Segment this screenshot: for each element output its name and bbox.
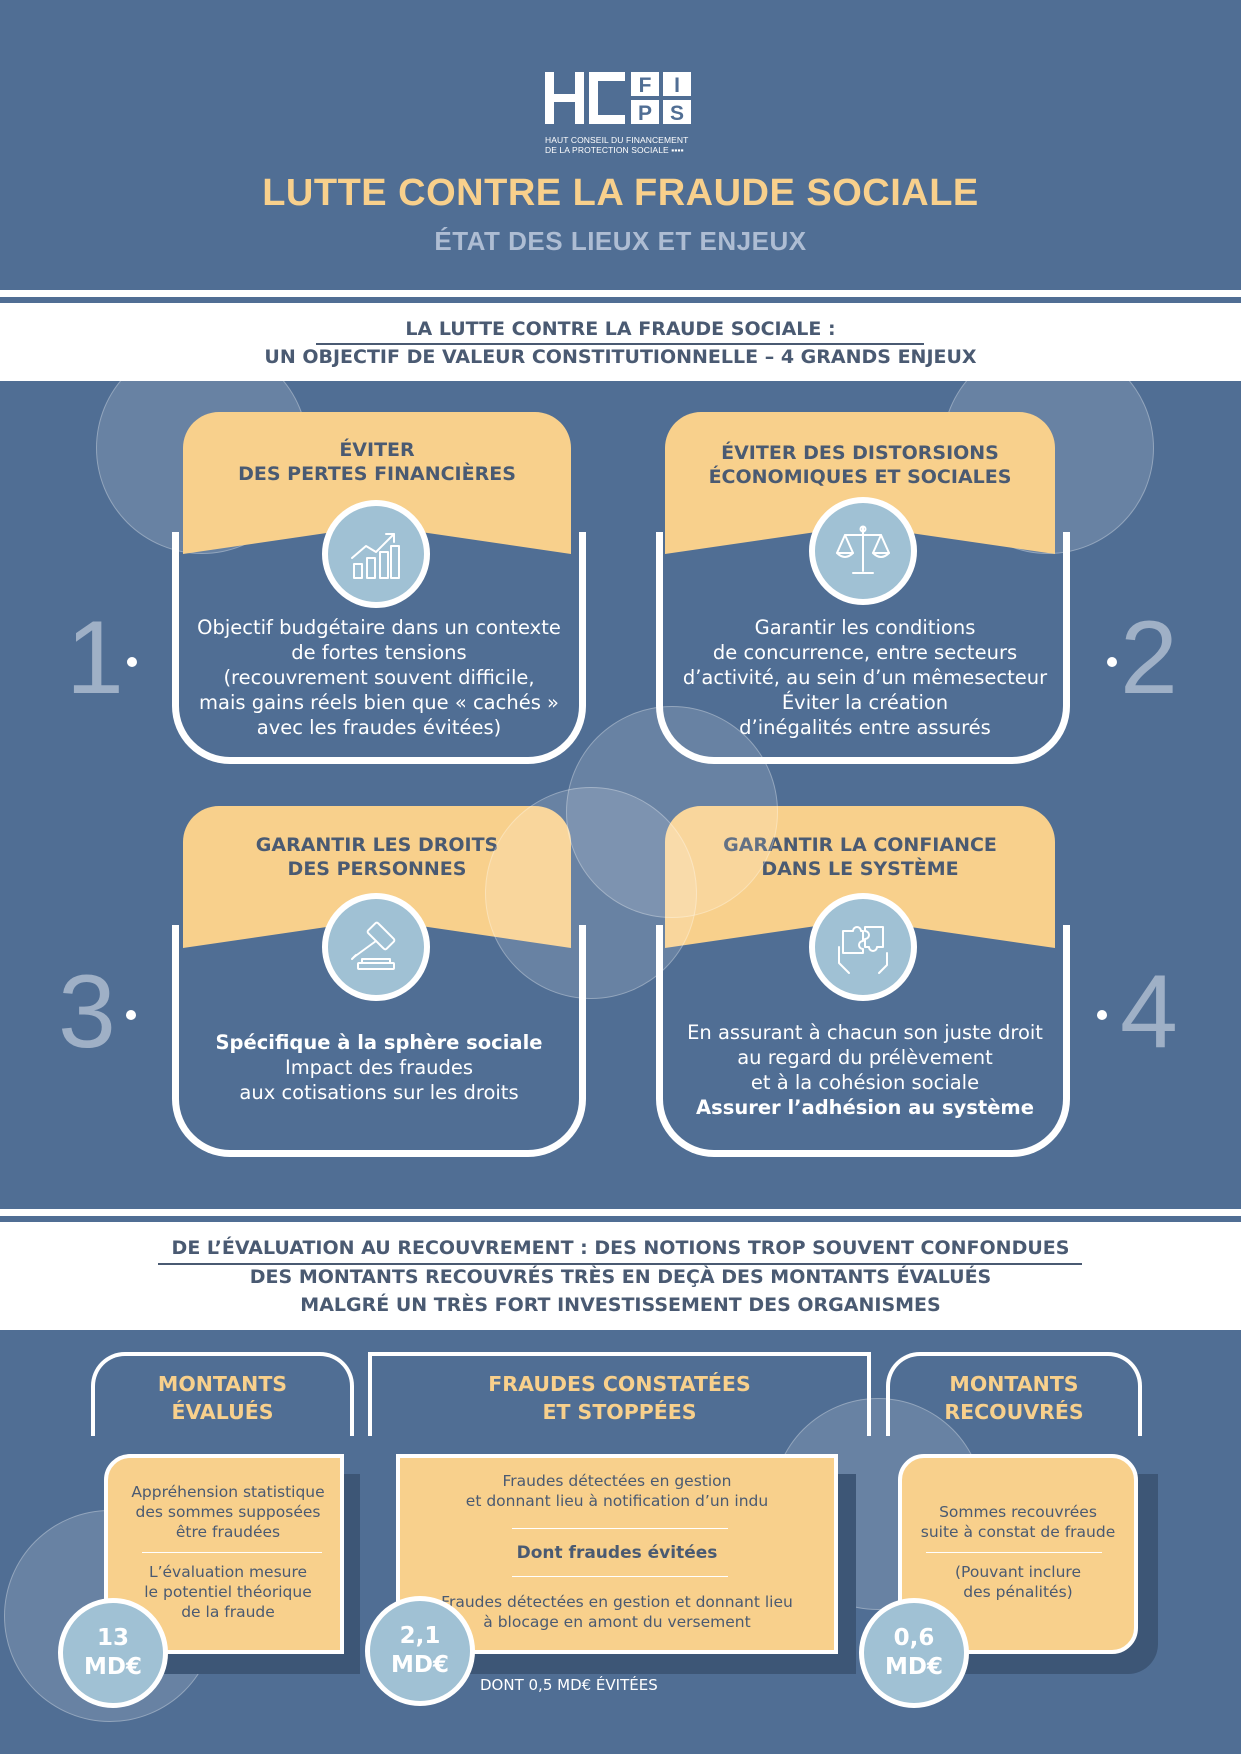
amount-2-text-b: Fraudes détectées en gestion et donnant …: [441, 1593, 793, 1631]
challenge-card-3: [172, 925, 586, 1157]
amount-2-box: [396, 1454, 838, 1654]
amount-1-separator: [142, 1552, 322, 1553]
challenge-4-dot: [1097, 1010, 1107, 1020]
challenge-1-title: ÉVITER DES PERTES FINANCIÈRES: [238, 439, 516, 485]
hcfips-logo: F I P S HAUT CONSEIL DU FINANCEMENT DE L…: [545, 70, 697, 155]
challenge-3-body: Spécifique à la sphère sociale Impact de…: [215, 1031, 543, 1104]
amount-3-tab: [886, 1352, 1142, 1436]
challenge-3-dot: [126, 1010, 136, 1020]
amount-3-text-b: (Pouvant inclure des pénalités): [955, 1563, 1081, 1601]
section1-title-line1: LA LUTTE CONTRE LA FRAUDE SOCIALE :: [405, 318, 836, 340]
amount-1-value-badge: 13 MD€: [58, 1598, 168, 1708]
challenge-card-4: [656, 925, 1070, 1157]
logo-caption-line2: DE LA PROTECTION SOCIALE ▪▪▪▪: [545, 145, 684, 155]
challenge-card-1: [172, 532, 586, 764]
section2-title-line3: MALGRÉ UN TRÈS FORT INVESTISSEMENT DES O…: [300, 1294, 941, 1316]
amount-2-value-badge: 2,1 MD€: [365, 1596, 475, 1706]
gavel-icon: [351, 921, 396, 970]
balance-scale-icon: [836, 525, 890, 574]
svg-text:F: F: [639, 74, 652, 97]
amount-3-value-badge: 0,6 MD€: [859, 1598, 969, 1708]
challenge-4-body: En assurant à chacun son juste droit au …: [687, 1021, 1043, 1119]
amount-1-text-b: L’évaluation mesure le potentiel théoriq…: [144, 1563, 312, 1621]
amount-1-text-a: Appréhension statistique des sommes supp…: [131, 1483, 325, 1541]
section2-band: [0, 1222, 1241, 1330]
amount-1-title: MONTANTS ÉVALUÉS: [157, 1372, 288, 1424]
challenge-2-title: ÉVITER DES DISTORSIONS ÉCONOMIQUES ET SO…: [708, 442, 1012, 488]
page-title: LUTTE CONTRE LA FRAUDE SOCIALE: [262, 172, 979, 214]
challenge-4-title: GARANTIR LA CONFIANCE DANS LE SYSTÈME: [723, 834, 997, 880]
svg-text:I: I: [674, 74, 680, 97]
section2-underline: [158, 1263, 1082, 1265]
challenge-card-2: [656, 532, 1070, 764]
page-subtitle: ÉTAT DES LIEUX ET ENJEUX: [434, 226, 807, 256]
section1-band: [0, 303, 1241, 381]
section1-title-line2: UN OBJECTIF DE VALEUR CONSTITUTIONNELLE …: [264, 346, 977, 368]
hcfips-logo-mark: F I P S: [545, 72, 691, 125]
svg-text:P: P: [638, 102, 652, 125]
section2-title-line2: DES MONTANTS RECOUVRÉS TRÈS EN DEÇÀ DES …: [249, 1266, 992, 1288]
challenge-3-title: GARANTIR LES DROITS DES PERSONNES: [255, 834, 499, 880]
amount-3-separator: [926, 1552, 1102, 1553]
challenge-2-dot: [1107, 657, 1117, 667]
amount-2-tab: [368, 1352, 871, 1436]
divider: [0, 1209, 1241, 1216]
amount-1-tab: [91, 1352, 354, 1436]
section2-title-line1: DE L’ÉVALUATION AU RECOUVREMENT : DES NO…: [171, 1237, 1070, 1259]
amount-2-note: DONT 0,5 MD€ ÉVITÉES: [480, 1676, 658, 1694]
decor-circle: [485, 787, 697, 999]
amount-3-title: MONTANTS RECOUVRÉS: [944, 1372, 1084, 1424]
growth-chart-icon: [351, 533, 400, 579]
amount-3-text-a: Sommes recouvrées suite à constat de fra…: [920, 1503, 1116, 1541]
svg-text:S: S: [670, 102, 684, 125]
challenge-3-number: 3: [58, 954, 116, 1070]
challenge-3-badge: [322, 893, 430, 1001]
divider: [0, 290, 1241, 297]
challenge-2-body: Garantir les conditions de concurrence, …: [682, 616, 1048, 739]
challenge-4-badge: [809, 893, 917, 1001]
challenge-1-body: Objectif budgétaire dans un contexte de …: [197, 616, 561, 739]
amount-2-separator-bottom: [512, 1576, 728, 1577]
challenge-1-badge: [322, 500, 430, 608]
logo-caption-line1: HAUT CONSEIL DU FINANCEMENT: [545, 135, 689, 145]
section1-underline: [316, 343, 924, 345]
challenge-2-number: 2: [1120, 600, 1178, 716]
amount-2-text-a: Fraudes détectées en gestion et donnant …: [465, 1472, 769, 1510]
challenge-2-badge: [809, 497, 917, 605]
challenge-1-dot: [127, 657, 137, 667]
amount-2-title: FRAUDES CONSTATÉES ET STOPPÉES: [488, 1372, 751, 1424]
amount-2-separator-top: [512, 1528, 728, 1529]
puzzle-hands-icon: [838, 926, 888, 974]
challenge-1-number: 1: [66, 600, 124, 716]
challenge-4-number: 4: [1120, 954, 1178, 1070]
amount-2-text-mid: Dont fraudes évitées: [516, 1543, 718, 1563]
